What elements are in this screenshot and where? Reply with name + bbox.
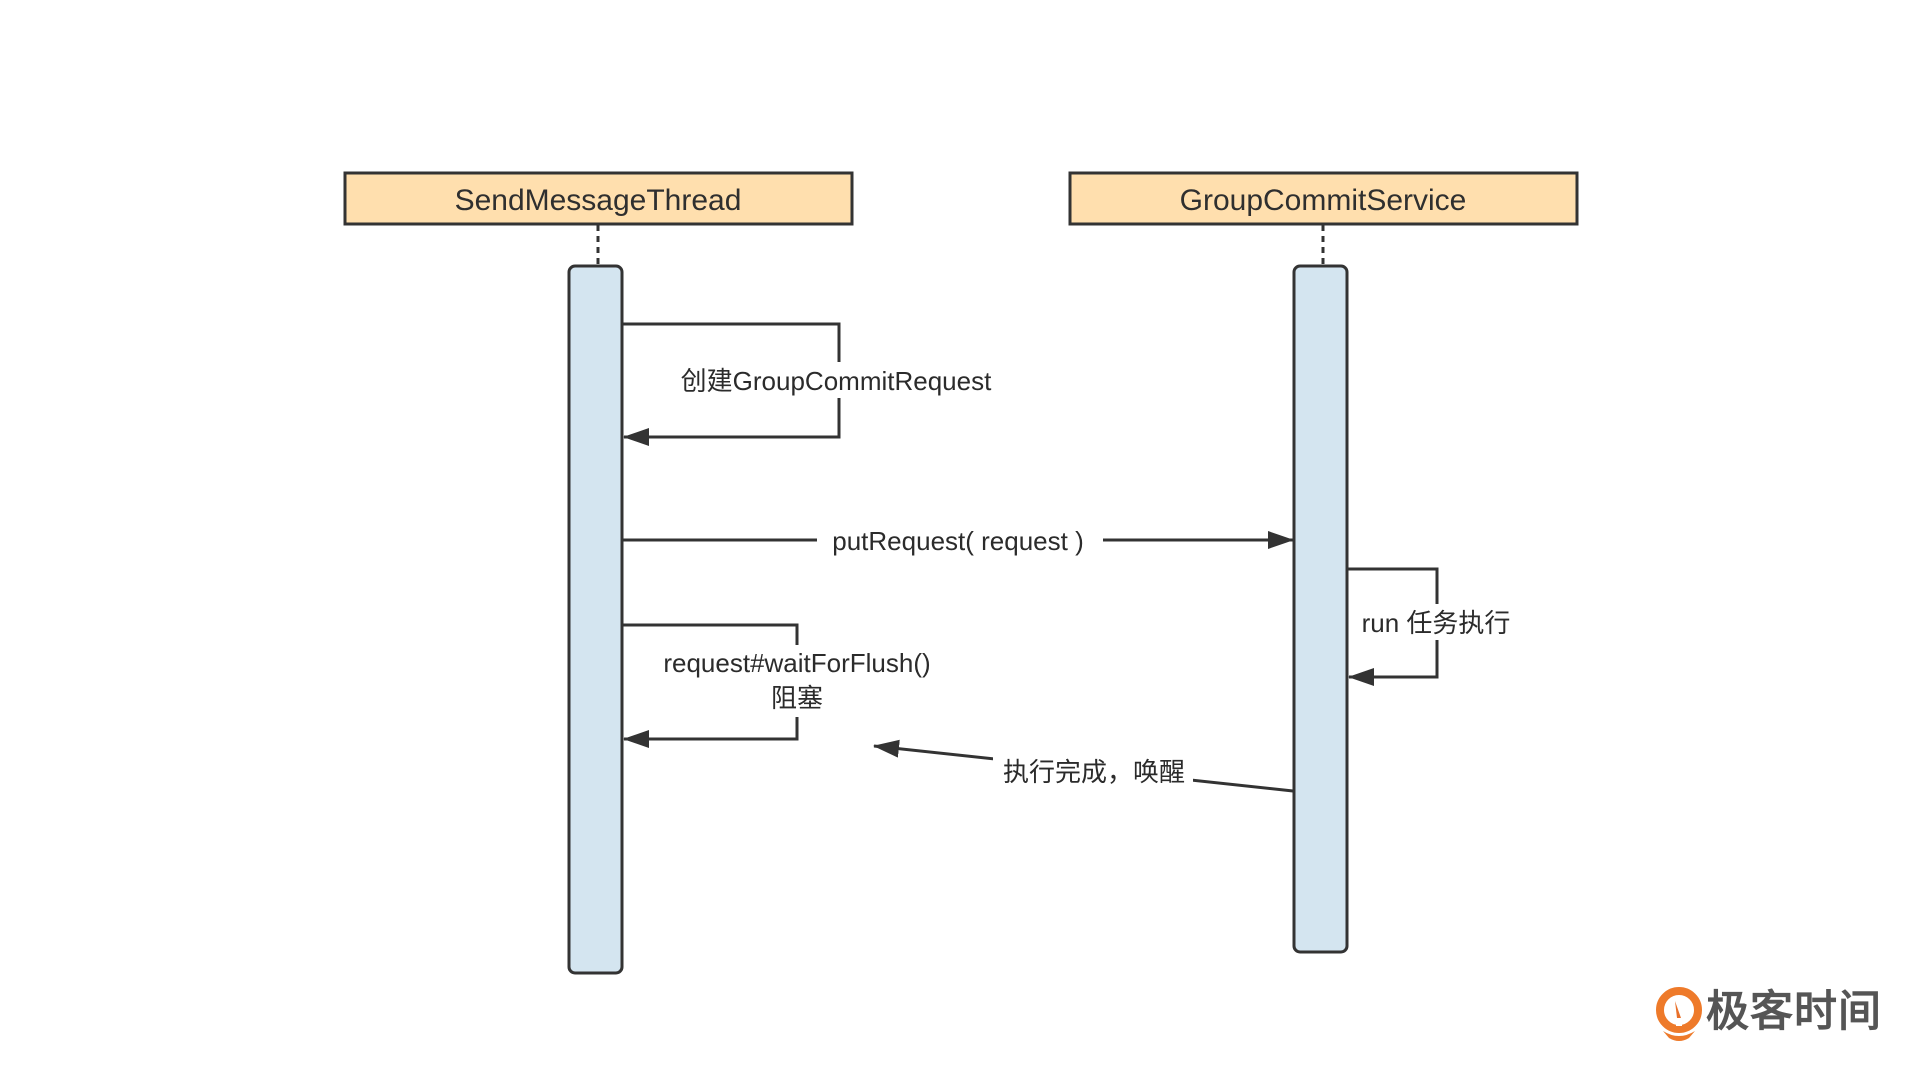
label-background xyxy=(640,645,956,717)
participant-label: SendMessageThread xyxy=(455,184,742,217)
message-label: putRequest( request ) xyxy=(832,526,1083,556)
participant-box xyxy=(343,171,854,226)
label-background xyxy=(1360,604,1510,640)
message-label: 执行完成，唤醒 xyxy=(1003,757,1185,787)
participant-label: GroupCommitService xyxy=(1180,184,1467,217)
message-wakeup-return: 执行完成，唤醒 xyxy=(873,739,1294,793)
label-background xyxy=(993,754,1193,790)
activation-bar xyxy=(1292,264,1349,954)
label-background xyxy=(660,362,1012,398)
label-background xyxy=(817,520,1103,560)
message-label-line-2: 阻塞 xyxy=(771,683,823,713)
message-create-request: 创建GroupCommitRequest xyxy=(622,322,1012,446)
participant-box xyxy=(1068,171,1579,226)
message-put-request: putRequest( request ) xyxy=(622,520,1294,560)
message-run-task: run 任务执行 xyxy=(1347,567,1511,686)
participant-group-commit-service: GroupCommitService xyxy=(1068,171,1579,954)
watermark-text: 极客时间 xyxy=(1706,987,1882,1037)
message-label-line-1: request#waitForFlush() xyxy=(663,648,930,678)
message-label: 创建GroupCommitRequest xyxy=(681,366,992,396)
message-wait-for-flush: request#waitForFlush() 阻塞 xyxy=(622,623,956,748)
participant-send-message-thread: SendMessageThread xyxy=(343,171,854,975)
geektime-logo-icon xyxy=(1656,987,1702,1041)
activation-bar xyxy=(567,264,624,975)
message-label: run 任务执行 xyxy=(1362,608,1511,638)
